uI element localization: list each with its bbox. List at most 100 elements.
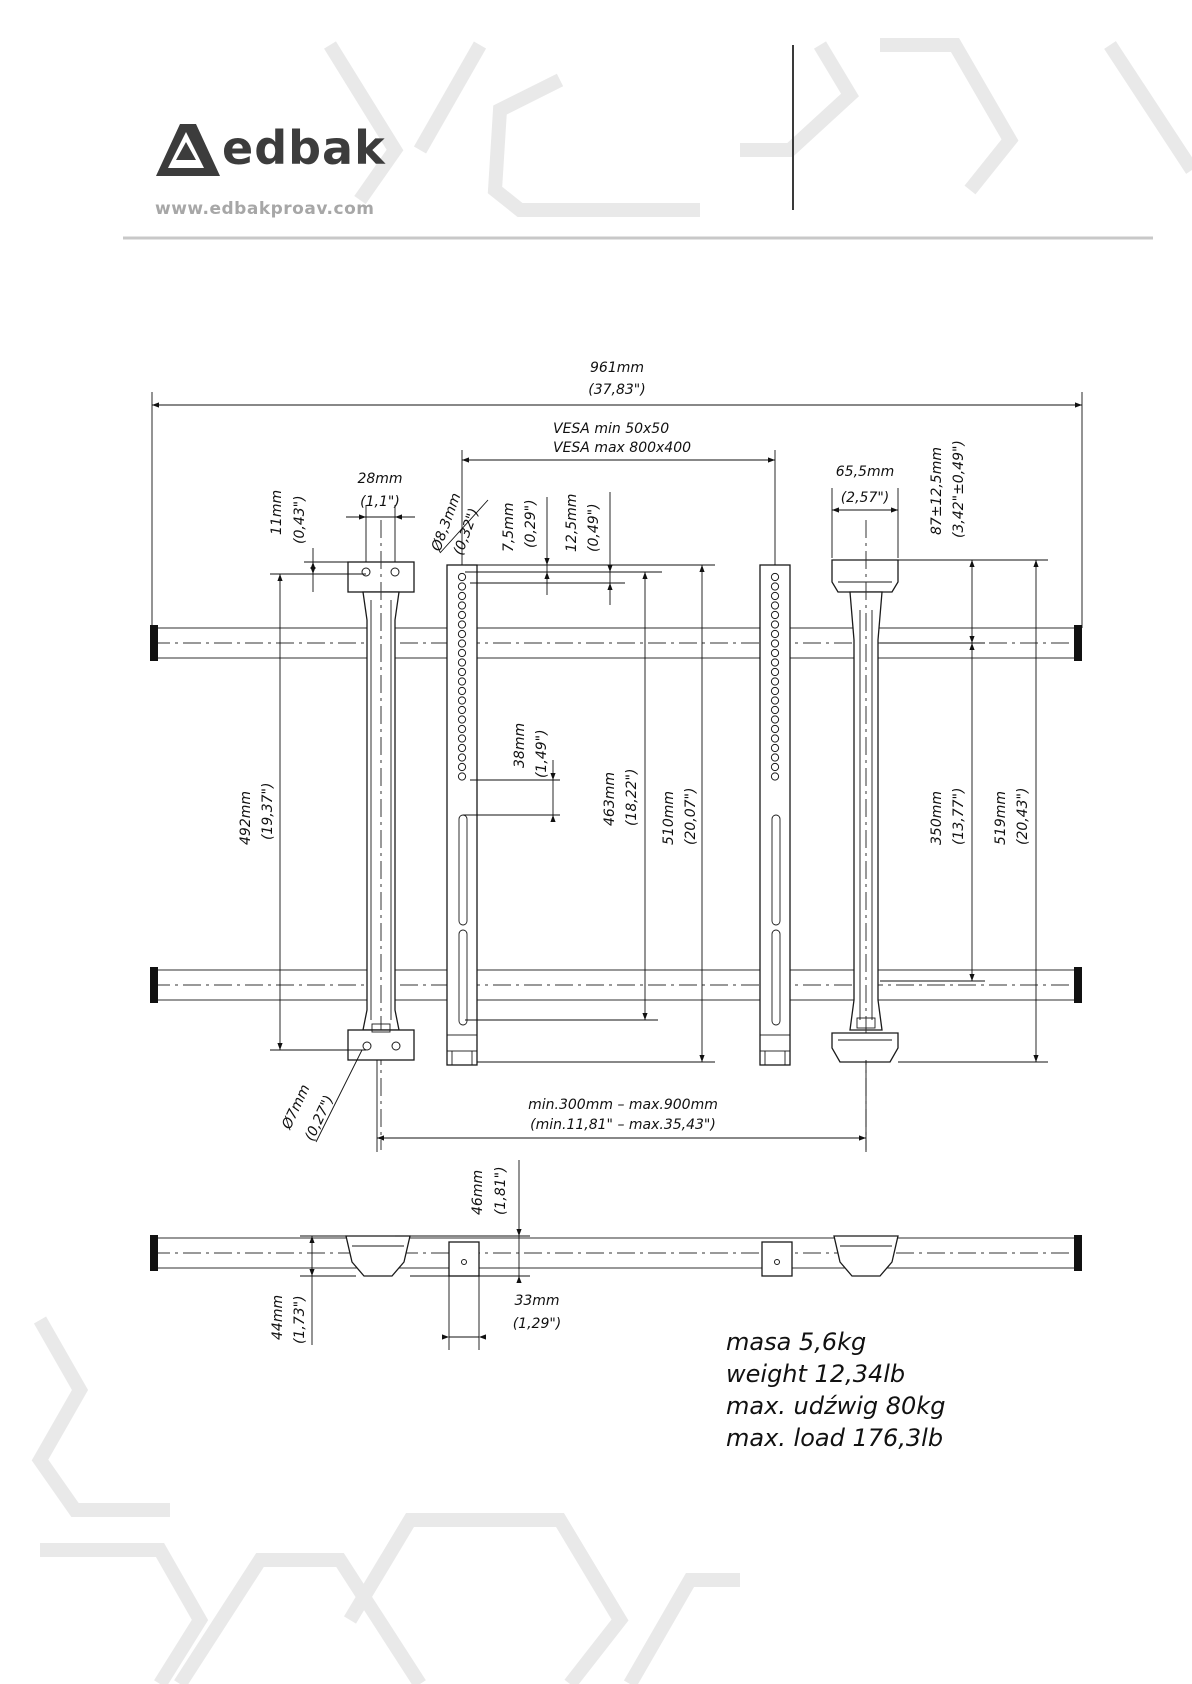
dimension-arrow: [544, 558, 550, 565]
dimension-arrow: [310, 567, 316, 574]
dimension-arrow: [607, 583, 613, 590]
mounting-hole: [770, 715, 780, 724]
logo-wordmark: edbak: [222, 121, 386, 175]
dimension-arrow: [516, 1229, 522, 1236]
mounting-hole: [770, 743, 780, 753]
dimension-arrow: [642, 1013, 648, 1020]
width-655-mm: 65,5mm: [836, 464, 894, 480]
d38-in: (1,49"): [534, 729, 550, 778]
mounting-hole: [770, 677, 780, 686]
h350-in: (13,77"): [951, 788, 967, 845]
overall-width-mm: 961mm: [590, 360, 644, 376]
depth-11-mm: 11mm: [269, 490, 285, 535]
spec-max-capacity-pl: max. udźwig 80kg: [726, 1392, 945, 1420]
dimension-arrow: [395, 514, 402, 520]
d46-mm: 46mm: [470, 1170, 486, 1215]
dimension-arrow: [309, 1269, 315, 1276]
mounting-hole: [457, 772, 467, 781]
dimension-arrow: [969, 643, 975, 650]
dimension-arrow: [544, 572, 550, 579]
upper-rail: [150, 625, 1082, 661]
mounting-hole: [457, 715, 467, 724]
d75-mm: 7,5mm: [501, 502, 517, 552]
mounting-hole: [457, 762, 467, 772]
mounting-hole: [457, 686, 467, 696]
decorative-hexagons: [31, 38, 1192, 1684]
mounting-hole: [457, 753, 467, 762]
dimension-arrow: [277, 1043, 283, 1050]
h492-mm: 492mm: [238, 791, 254, 845]
mounting-hole: [457, 648, 467, 658]
dimension-arrow: [969, 636, 975, 643]
d33-mm: 33mm: [514, 1293, 559, 1309]
dimension-arrow: [516, 1276, 522, 1283]
edbak-logo-mark: [156, 124, 220, 176]
dimension-arrow: [969, 560, 975, 567]
mounting-hole: [770, 724, 780, 734]
span-mm: min.300mm – max.900mm: [528, 1097, 718, 1113]
h519-mm: 519mm: [993, 791, 1009, 845]
vesa-max-label: VESA max 800x400: [553, 440, 691, 456]
mounting-hole: [770, 572, 780, 582]
mounting-hole: [770, 601, 780, 610]
d125-mm: 12,5mm: [564, 494, 580, 552]
overall-width-in: (37,83"): [588, 382, 645, 398]
mounting-hole: [457, 601, 467, 610]
front-view: [150, 520, 1082, 1150]
h463-in: (18,22"): [624, 769, 640, 826]
d87-mm: 87±12,5mm: [929, 447, 945, 535]
mounting-hole: [457, 639, 467, 648]
dimension-arrow: [377, 1135, 384, 1141]
mounting-hole: [770, 639, 780, 648]
dimension-arrow: [152, 402, 159, 408]
d75-in: (0,29"): [523, 499, 539, 548]
mounting-hole: [457, 743, 467, 753]
spec-mass: masa 5,6kg: [726, 1328, 866, 1356]
dimension-arrows: [152, 402, 1082, 1340]
dimension-arrow: [550, 773, 556, 780]
width-28-mm: 28mm: [357, 471, 402, 487]
h510-in: (20,07"): [683, 788, 699, 845]
dimension-arrow: [832, 507, 839, 513]
right-vesa-strip: [759, 564, 791, 1066]
d46-in: (1,81"): [493, 1166, 509, 1215]
spec-max-load: max. load 176,3lb: [726, 1424, 943, 1452]
dimension-arrow: [891, 507, 898, 513]
h519-in: (20,43"): [1015, 788, 1031, 845]
d38-mm: 38mm: [512, 723, 528, 768]
mounting-hole: [770, 582, 780, 591]
h492-in: (19,37"): [260, 783, 276, 840]
vesa-min-label: VESA min 50x50: [553, 421, 669, 437]
dimension-arrow: [277, 574, 283, 581]
mounting-hole: [770, 658, 780, 667]
span-in: (min.11,81" – max.35,43"): [530, 1117, 716, 1133]
mounting-hole: [457, 667, 467, 677]
dimension-lines: [151, 392, 1083, 1350]
dimension-arrow: [768, 457, 775, 463]
mounting-hole: [457, 591, 467, 601]
dimension-arrow: [699, 565, 705, 572]
dimension-arrow: [607, 565, 613, 572]
mounting-hole: [770, 620, 780, 629]
dimension-arrow: [479, 1334, 486, 1340]
dimension-arrow: [359, 514, 366, 520]
mounting-hole: [457, 677, 467, 686]
website-url: www.edbakproav.com: [155, 199, 374, 219]
h350-mm: 350mm: [929, 791, 945, 845]
dimension-arrow: [642, 572, 648, 579]
header: edbak www.edbakproav.com: [123, 45, 1153, 240]
dimension-arrow: [462, 457, 469, 463]
mounting-hole: [770, 648, 780, 658]
mounting-hole: [457, 705, 467, 715]
h463-mm: 463mm: [602, 772, 618, 826]
mounting-hole: [457, 629, 467, 639]
mounting-hole: [770, 696, 780, 705]
d125-in: (0,49"): [586, 503, 602, 552]
dimension-arrow: [442, 1334, 449, 1340]
dimension-arrow: [1075, 402, 1082, 408]
mounting-hole: [770, 705, 780, 715]
dimension-labels: 961mm (37,83") VESA min 50x50 VESA max 8…: [238, 360, 1031, 1344]
dimension-arrow: [1033, 560, 1039, 567]
width-28-in: (1,1"): [360, 494, 400, 510]
